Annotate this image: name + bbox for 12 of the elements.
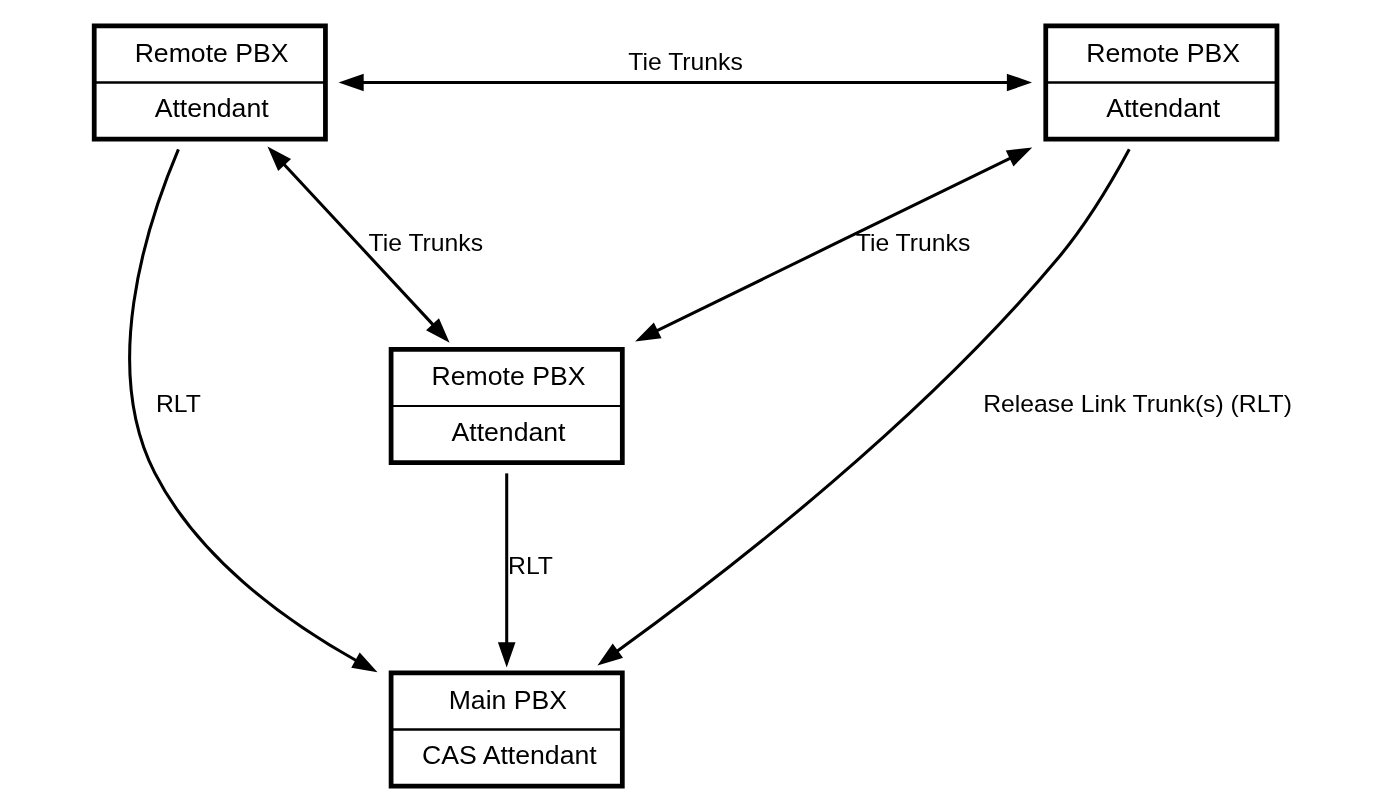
arrow [128,148,378,673]
edge-label: Tie Trunks [368,228,484,256]
edge-label: RLT [508,552,553,580]
arrow [338,73,1033,92]
edge-label: RLT [155,390,201,418]
edge-label: Release Link Trunk(s) (RLT) [983,390,1292,418]
arrow [597,148,1131,666]
arrow [267,146,450,343]
arrow [497,473,516,668]
arrow [635,147,1033,342]
edge-label: Tie Trunks [855,228,971,256]
edge-label: Tie Trunks [628,47,743,75]
